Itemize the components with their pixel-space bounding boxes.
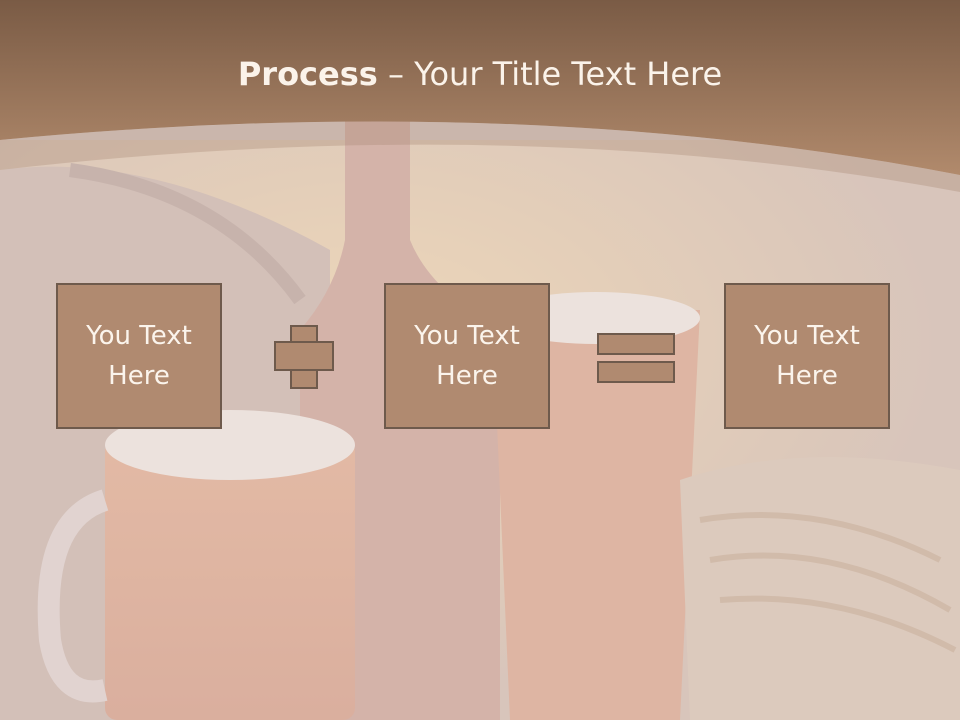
process-step-2-text: You Text Here <box>414 321 520 391</box>
process-result-text: You Text Here <box>754 321 860 391</box>
page-title: Process – Your Title Text Here <box>0 54 960 94</box>
plus-icon-center <box>292 343 316 369</box>
equals-icon-top-bar <box>597 333 675 355</box>
process-step-1-text: You Text Here <box>86 321 192 391</box>
process-step-1-box: You Text Here <box>56 283 222 429</box>
title-emphasis: Process <box>237 55 378 93</box>
title-text: – Your Title Text Here <box>377 55 723 93</box>
process-step-2-box: You Text Here <box>384 283 550 429</box>
process-result-box: You Text Here <box>724 283 890 429</box>
equals-icon-bottom-bar <box>597 361 675 383</box>
